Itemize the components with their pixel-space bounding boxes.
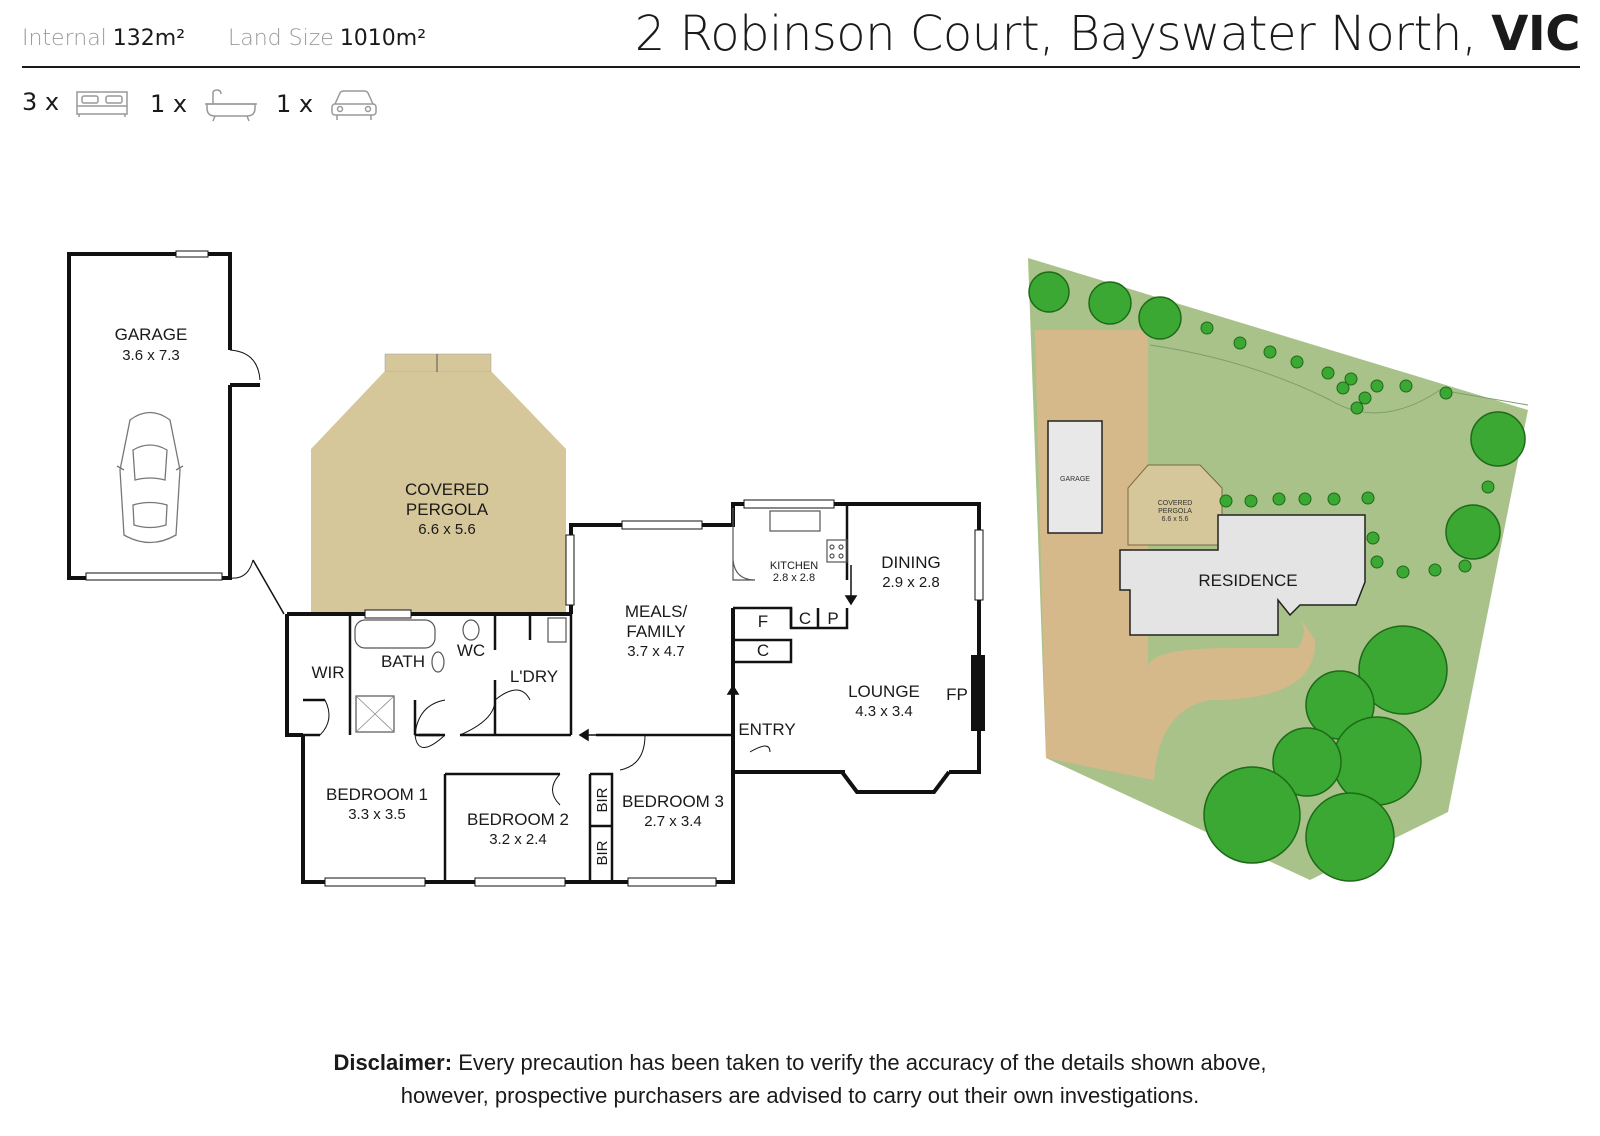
address-state: VIC xyxy=(1491,6,1580,62)
disclaimer-line-1: Disclaimer: Every precaution has been ta… xyxy=(0,1046,1600,1079)
bedroom1-dims: 3.3 x 3.5 xyxy=(348,806,406,823)
bir2-label: BIR xyxy=(594,840,611,865)
header-divider xyxy=(22,66,1580,68)
bathtub-icon xyxy=(204,89,257,122)
pantry-label: P xyxy=(827,609,838,628)
dining-dims: 2.9 x 2.8 xyxy=(882,574,940,591)
lounge-dims: 4.3 x 3.4 xyxy=(855,703,913,720)
cupboard-label-2: C xyxy=(799,609,811,628)
floor-plan: GARAGE 3.6 x 7.3 COVERED PERGOLA 6.6 x 5… xyxy=(67,250,985,887)
bedroom1-label: BEDROOM 1 xyxy=(326,785,428,804)
bedroom2-dims: 3.2 x 2.4 xyxy=(489,831,547,848)
fridge-label: F xyxy=(758,612,768,631)
interior-walls xyxy=(287,504,849,882)
site-pergola-label-1: COVERED xyxy=(1158,500,1193,507)
bir1-label: BIR xyxy=(594,787,611,812)
meals-label-2: FAMILY xyxy=(626,622,685,641)
entry-label: ENTRY xyxy=(738,720,795,739)
bathroom-count-text: 1 x xyxy=(150,90,188,118)
shrubs xyxy=(1200,321,1495,579)
trees xyxy=(1028,271,1526,882)
land-value: 1010m² xyxy=(339,26,427,51)
meals-label-1: MEALS/ xyxy=(625,602,688,621)
site-pergola-label-2: PERGOLA xyxy=(1158,508,1192,515)
bedroom-count-text: 3 x xyxy=(22,88,60,116)
windows xyxy=(324,499,984,887)
shower-fixture xyxy=(355,695,395,733)
internal-label: Internal xyxy=(22,26,107,51)
lounge-label: LOUNGE xyxy=(848,682,920,701)
bathroom-count: 1 x xyxy=(150,88,259,122)
site-garage xyxy=(1047,420,1103,534)
bedroom3-label: BEDROOM 3 xyxy=(622,792,724,811)
wir-label: WIR xyxy=(311,663,344,682)
fireplace-label: FP xyxy=(946,685,968,704)
entry-arrows xyxy=(578,565,858,742)
dining-label: DINING xyxy=(881,553,941,572)
address-text: 2 Robinson Court, Bayswater North, xyxy=(634,6,1477,62)
car-icon xyxy=(116,411,184,544)
laundry-tub xyxy=(547,617,567,643)
disclaimer-text-1: Every precaution has been taken to verif… xyxy=(458,1050,1267,1075)
laundry-label: L'DRY xyxy=(510,667,558,686)
bathtub-fixture xyxy=(354,619,436,649)
car-count-text: 1 x xyxy=(276,90,314,118)
garage-dims: 3.6 x 7.3 xyxy=(122,347,180,364)
site-residence-label: RESIDENCE xyxy=(1198,571,1297,590)
site-pergola-dims: 6.6 x 5.6 xyxy=(1162,516,1189,523)
fireplace xyxy=(971,655,985,731)
disclaimer-line-2: however, prospective purchasers are advi… xyxy=(400,1083,1200,1108)
meals-dims: 3.7 x 4.7 xyxy=(627,643,685,660)
car-count: 1 x xyxy=(276,88,379,122)
bath-label: BATH xyxy=(381,652,425,671)
site-residence xyxy=(1119,514,1366,636)
car-icon xyxy=(331,90,377,120)
pergola-dims: 6.6 x 5.6 xyxy=(418,521,476,538)
pergola-label-2: PERGOLA xyxy=(406,500,489,519)
kitchen-bench xyxy=(732,508,848,581)
site-garage-label: GARAGE xyxy=(1060,476,1090,483)
bed-icon xyxy=(76,91,128,117)
land-label: Land Size xyxy=(228,26,334,51)
site-plan: GARAGE COVERED PERGOLA 6.6 x 5.6 RESIDEN… xyxy=(1028,258,1529,882)
bedroom3-dims: 2.7 x 3.4 xyxy=(644,813,702,830)
disclaimer: Disclaimer: Every precaution has been ta… xyxy=(0,1046,1600,1112)
garage-label: GARAGE xyxy=(115,325,188,344)
site-driveway xyxy=(1035,330,1316,780)
wc-label: WC xyxy=(457,641,485,660)
internal-value: 132m² xyxy=(112,26,186,51)
basin-fixture xyxy=(431,651,445,673)
disclaimer-label: Disclaimer: xyxy=(333,1050,453,1075)
kitchen-dims: 2.8 x 2.8 xyxy=(773,572,815,584)
bedroom2-label: BEDROOM 2 xyxy=(467,810,569,829)
cupboard-label-1: C xyxy=(757,641,769,660)
kitchen-label: KITCHEN xyxy=(770,560,818,572)
garage-room xyxy=(67,250,261,581)
bedroom-count: 3 x xyxy=(22,88,129,118)
property-address: 2 Robinson Court, Bayswater North, VIC xyxy=(634,6,1581,62)
covered-pergola xyxy=(311,353,566,614)
door-swings xyxy=(319,689,771,806)
pergola-label-1: COVERED xyxy=(405,480,489,499)
toilet-fixture xyxy=(462,619,480,641)
